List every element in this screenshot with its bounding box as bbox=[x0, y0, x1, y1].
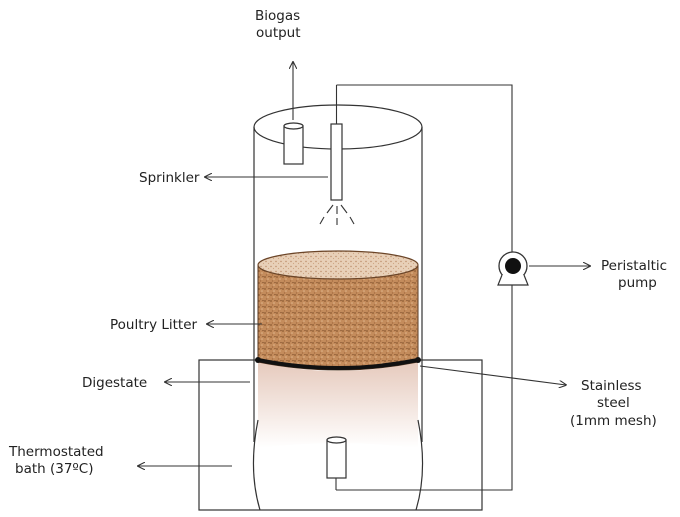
cylinder-leg-right bbox=[415, 419, 424, 511]
thermo-label-1: Thermostated bbox=[8, 444, 104, 460]
stainless-arrow bbox=[419, 365, 566, 385]
mesh-end-left bbox=[255, 357, 261, 363]
sprinkler-label: Sprinkler bbox=[139, 170, 200, 186]
biogas-label-2: output bbox=[256, 25, 301, 41]
thermo-label-2: bath (37ºC) bbox=[15, 461, 93, 477]
recirculation-line bbox=[336, 84, 513, 491]
stainless-label-3: (1mm mesh) bbox=[570, 413, 657, 429]
biogas-label-1: Biogas bbox=[255, 8, 300, 24]
biogas-tube bbox=[283, 125, 304, 165]
sprinkler-spray bbox=[319, 204, 355, 225]
peristaltic-label-1: Peristaltic bbox=[601, 258, 667, 274]
poultry-litter-label: Poultry Litter bbox=[110, 317, 198, 333]
sprinkler-pipe bbox=[330, 123, 343, 201]
outlet-tube bbox=[326, 439, 347, 479]
outlet-tube-top bbox=[326, 436, 347, 444]
peristaltic-label-2: pump bbox=[618, 275, 657, 291]
stainless-label-2: steel bbox=[597, 395, 630, 411]
stainless-label-1: Stainless bbox=[581, 378, 642, 394]
peristaltic-pump-icon bbox=[497, 251, 529, 286]
poultry-litter-top bbox=[257, 250, 419, 280]
digestate-label: Digestate bbox=[82, 375, 147, 391]
cylinder-leg-left bbox=[252, 419, 261, 511]
mesh-end-right bbox=[415, 357, 421, 363]
poultry-litter bbox=[257, 264, 419, 371]
biogas-tube-top bbox=[283, 122, 304, 130]
digestate-liquid bbox=[258, 362, 418, 448]
stainless-mesh bbox=[257, 358, 419, 370]
